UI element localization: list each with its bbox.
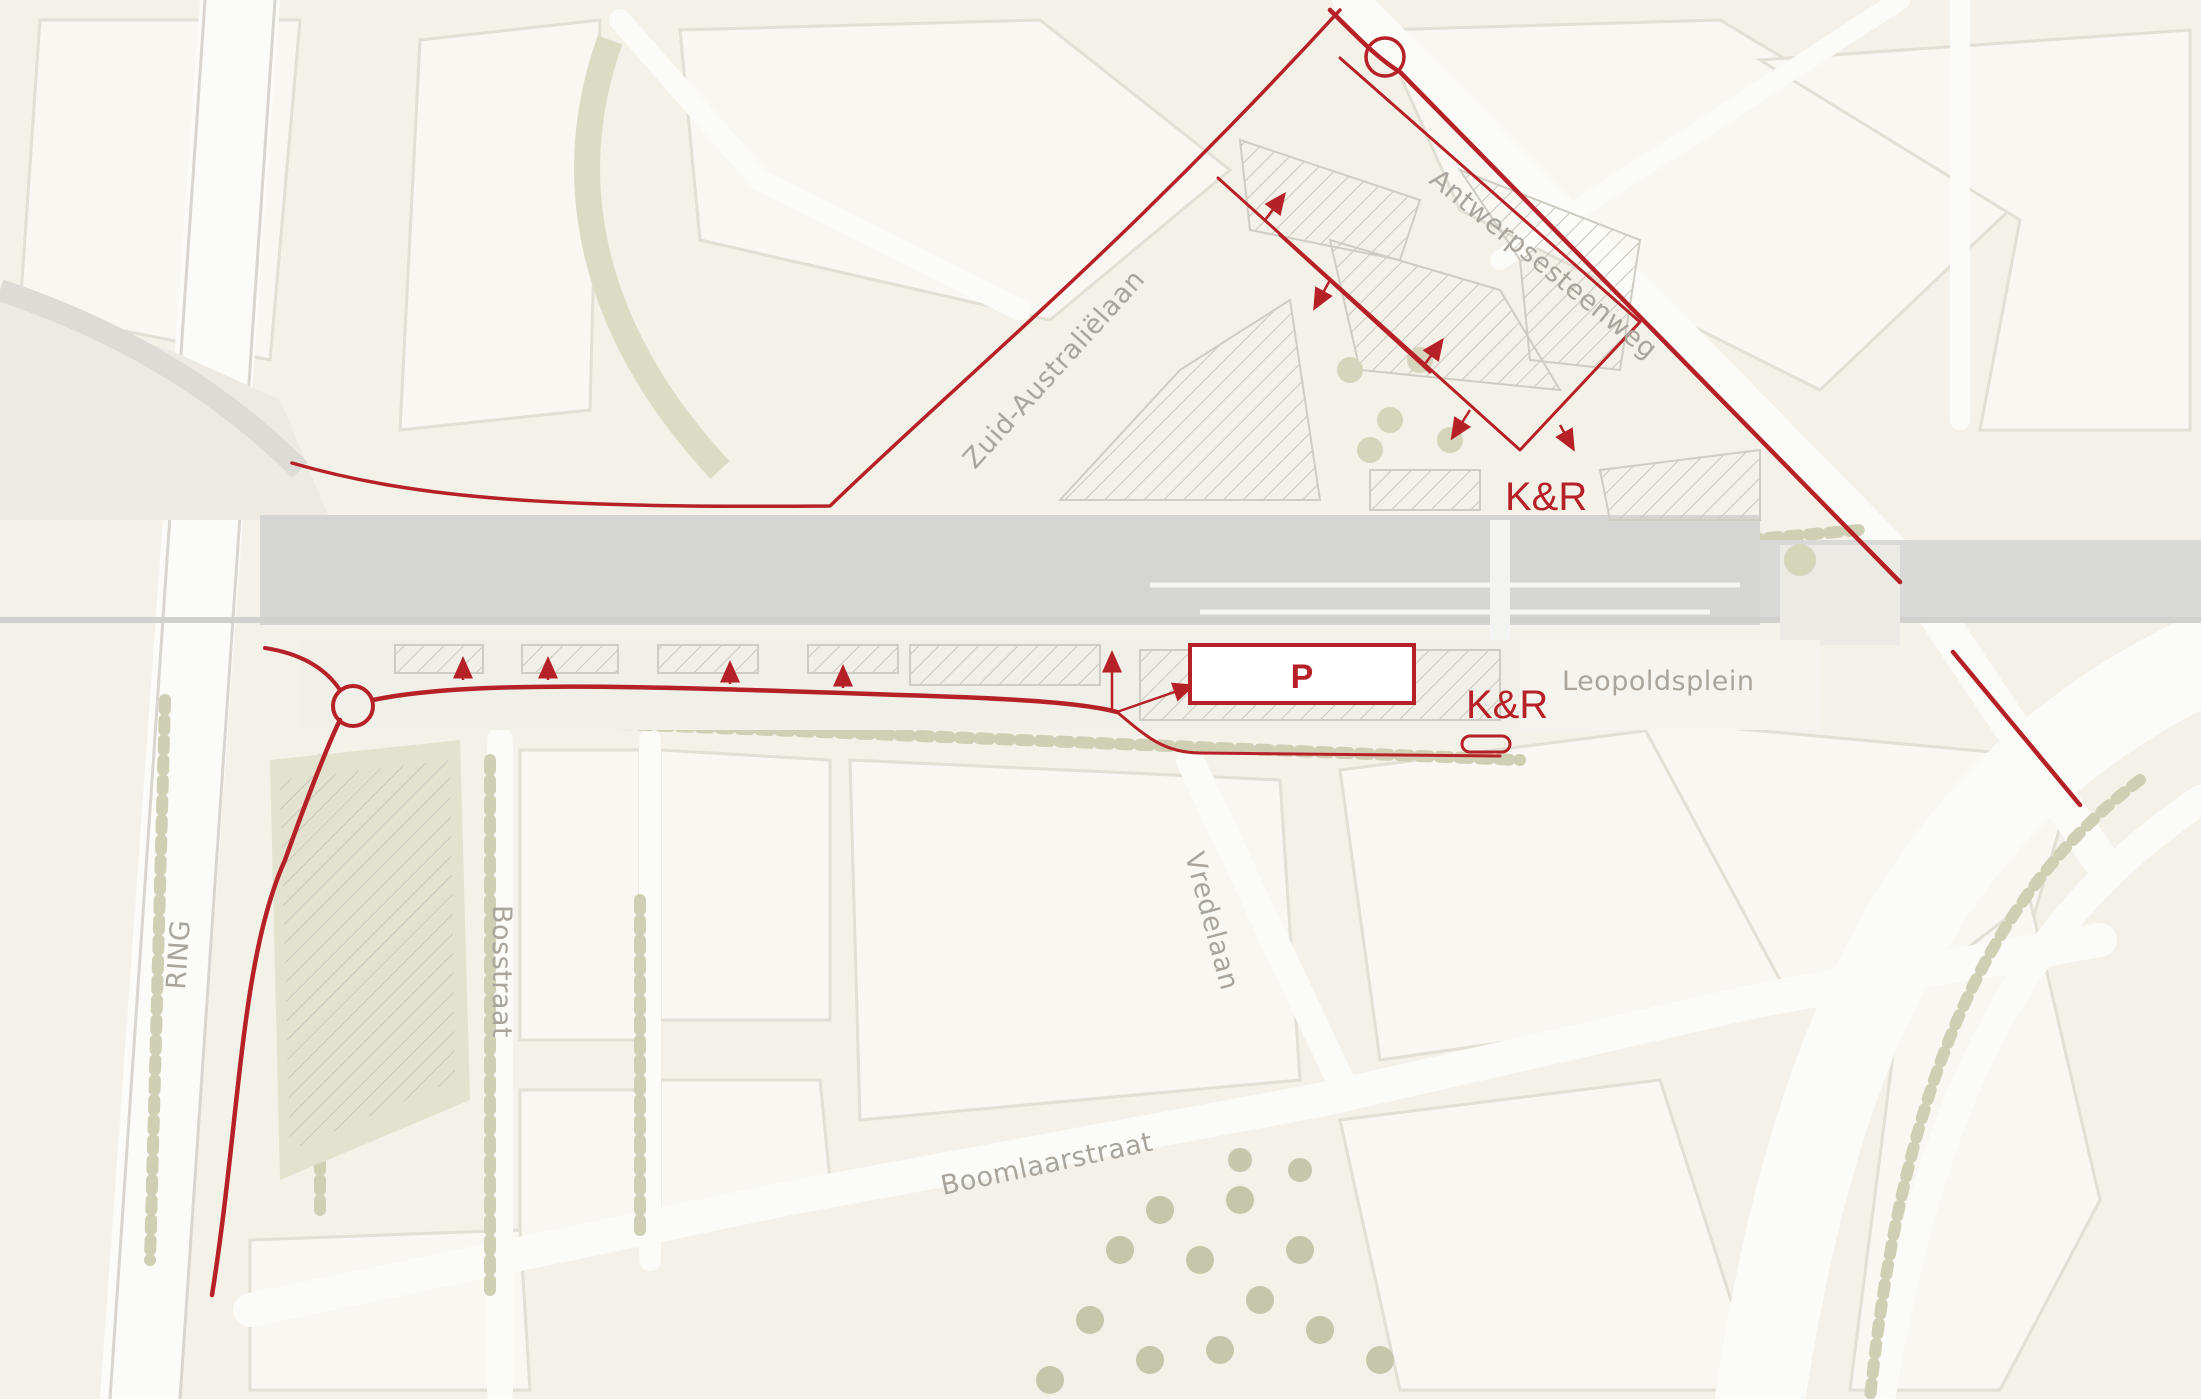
label-bosstraat: Bosstraat (486, 905, 517, 1038)
parking-label: P (1291, 658, 1314, 696)
access-arrows-south (453, 650, 1196, 714)
park-trees (1036, 1148, 1394, 1394)
label-leopoldsplein: Leopoldsplein (1562, 666, 1754, 697)
development-plots-north (1057, 138, 1761, 521)
canal-green-strip (574, 35, 730, 479)
roundabout-icon (331, 684, 375, 728)
access-arrows-north (1264, 192, 1575, 452)
park-hatch (280, 760, 455, 1150)
access-routes (290, 7, 2083, 808)
ring-viaduct (108, 0, 277, 1399)
access-route-south (209, 646, 1512, 1298)
kiss-and-ride-north: K&R (1505, 475, 1587, 519)
kiss-and-ride-south: K&R (1466, 683, 1548, 727)
leopoldsplein-square (1520, 640, 1820, 730)
parking-icon: P (1188, 643, 1416, 705)
building-blocks (18, 18, 2192, 1392)
label-ring: RING (161, 919, 197, 991)
